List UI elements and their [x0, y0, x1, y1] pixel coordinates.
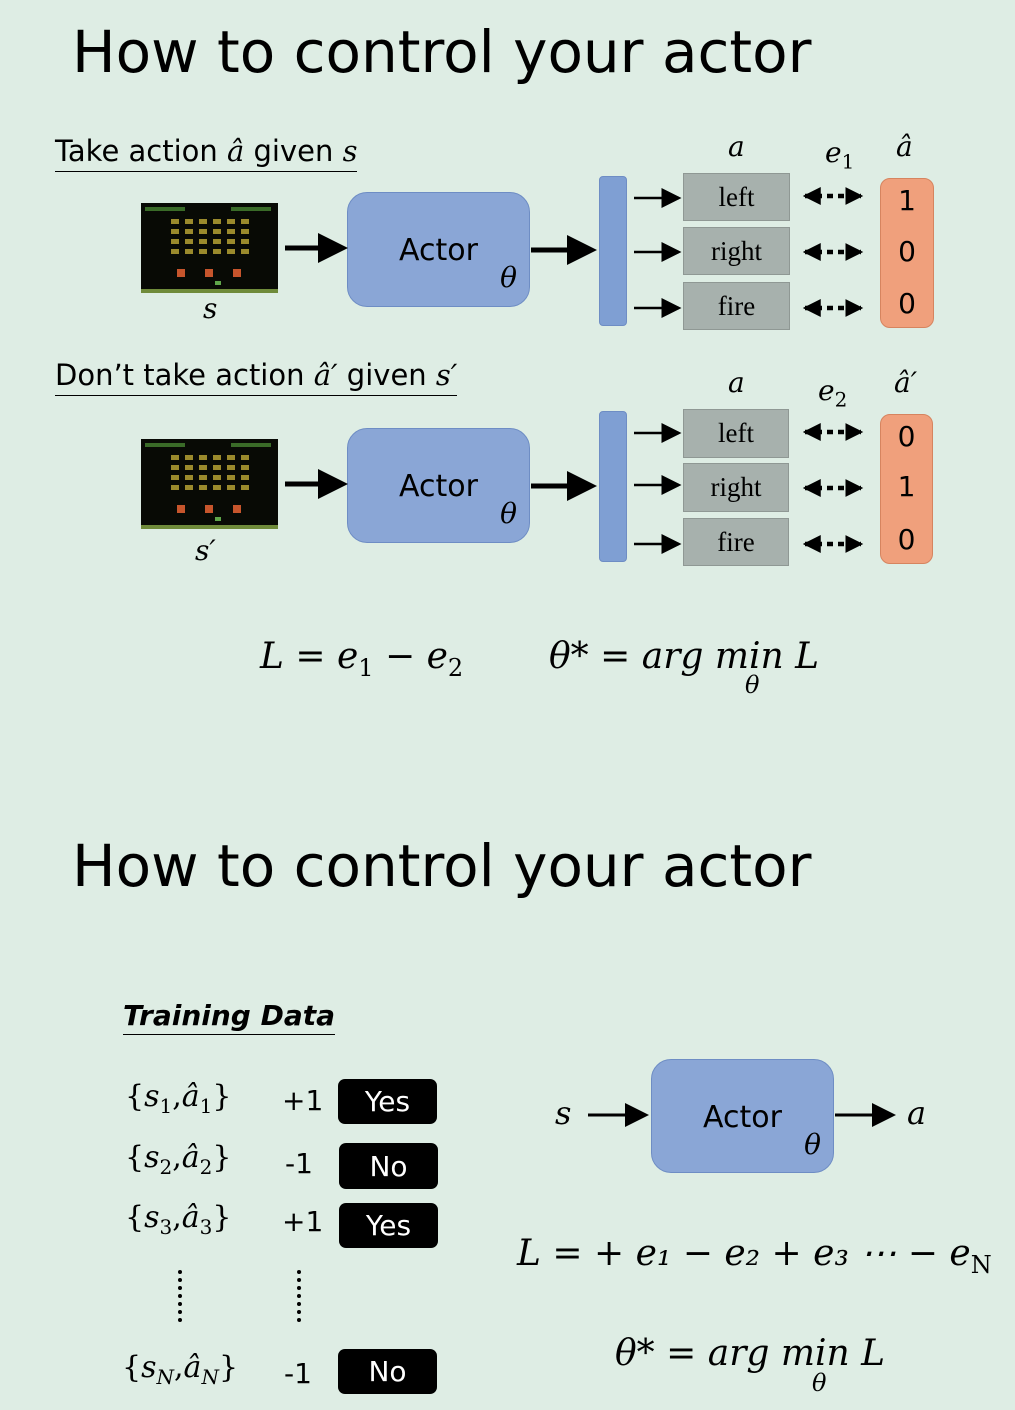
game-screenshot-1: [141, 203, 278, 293]
pair-s-3: s: [144, 1200, 160, 1235]
pair-sub-a-3: 3: [199, 1215, 213, 1239]
training-label-2: -1: [285, 1147, 313, 1180]
pair-sub-a-2: 2: [199, 1155, 213, 1179]
actor-output-label: a: [907, 1094, 927, 1132]
loss-sub-1: 1: [358, 654, 374, 683]
pair-sub-a-n: N: [201, 1365, 219, 1389]
training-pair-1: {s1,â1}: [125, 1079, 232, 1118]
loss-equation-2: L = + e₁ − e₂ + e₃ ⋯ − eN: [517, 1233, 992, 1279]
space-invaders-icon-2: [145, 443, 271, 521]
row2-col-e-letter: e: [818, 374, 835, 407]
loss-last-sub: N: [970, 1251, 992, 1280]
training-label-1: +1: [282, 1084, 324, 1117]
row2-col-e: e2: [818, 374, 847, 412]
target-vector-1: 1 0 0: [880, 178, 934, 328]
output-layer-1: [599, 176, 627, 326]
row2-heading: Don’t take action â′ given s′: [55, 358, 458, 396]
row1-col-e-sub: 1: [841, 149, 855, 174]
row2-heading-text: Don’t take action: [55, 358, 314, 392]
actor-input-label: s: [555, 1094, 572, 1132]
space-invaders-icon: [145, 207, 271, 285]
optimization-under-2: θ: [812, 1369, 827, 1397]
action-box-fire-1: fire: [683, 282, 790, 330]
row2-state-label: s′: [195, 534, 216, 567]
pair-sub-s-2: 2: [159, 1155, 173, 1179]
target-value-2-1: 1: [897, 470, 916, 503]
row1-heading-state: s: [342, 134, 358, 168]
training-pair-2: {s2,â2}: [125, 1140, 232, 1179]
loss-lhs: L = e: [260, 636, 359, 677]
pair-s-n: s: [141, 1350, 157, 1385]
row1-heading: Take action â given s: [55, 134, 358, 172]
actor-theta-3: θ: [804, 1128, 821, 1161]
pair-sub-s-3: 3: [159, 1215, 173, 1239]
pair-sub-s-n: N: [156, 1365, 175, 1389]
row1-col-e-letter: e: [825, 136, 842, 169]
actor-theta-2: θ: [500, 497, 517, 530]
pair-s-2: s: [144, 1140, 160, 1175]
training-pair-3: {s3,â3}: [125, 1200, 232, 1239]
actor-label-3: Actor: [703, 1100, 782, 1135]
row2-heading-given: given: [337, 358, 436, 392]
row1-col-a: a: [728, 130, 745, 163]
row1-col-e: e1: [825, 136, 854, 174]
row1-heading-given: given: [244, 134, 343, 168]
ellipsis-labels: [297, 1270, 301, 1322]
slide1-title: How to control your actor: [72, 18, 812, 86]
optimization-equation-2: θ* = arg min L: [615, 1333, 886, 1374]
action-box-right-1: right: [683, 227, 790, 275]
action-box-left-2: left: [683, 409, 789, 458]
action-box-left-1: left: [683, 173, 790, 221]
actor-label-1: Actor: [399, 233, 478, 268]
output-layer-2: [599, 411, 627, 562]
action-box-fire-2: fire: [683, 518, 789, 566]
actor-block-2: Actor θ: [347, 428, 530, 543]
actor-label-2: Actor: [399, 469, 478, 504]
target-vector-2: 0 1 0: [880, 414, 933, 564]
target-value-2-0: 0: [897, 420, 916, 453]
target-value-1-1: 0: [898, 235, 916, 268]
loss-text-2: L = + e₁ − e₂ + e₃ ⋯ − e: [517, 1233, 971, 1274]
row2-col-a: a: [728, 366, 745, 399]
target-value-2-2: 0: [897, 523, 916, 556]
row2-heading-state: s′: [435, 358, 458, 392]
actor-theta-1: θ: [500, 261, 517, 294]
training-tag-n: No: [338, 1349, 437, 1394]
game-screenshot-2: [141, 439, 278, 529]
training-label-n: -1: [284, 1357, 312, 1390]
actor-block-1: Actor θ: [347, 192, 530, 307]
pair-sub-a-1: 1: [199, 1094, 213, 1118]
pair-sub-s-1: 1: [159, 1094, 173, 1118]
training-data-heading: Training Data: [123, 999, 335, 1035]
training-tag-1: Yes: [338, 1079, 437, 1124]
training-tag-3: Yes: [339, 1203, 438, 1248]
loss-sub-2: 2: [447, 654, 464, 683]
action-box-right-2: right: [683, 463, 789, 512]
target-value-1-2: 0: [898, 287, 916, 320]
loss-equation-1: L = e1 − e2: [260, 636, 463, 682]
actor-block-3: Actor θ: [651, 1059, 834, 1173]
optimization-equation-1: θ* = arg min L: [549, 636, 820, 677]
row2-heading-action: â′: [313, 358, 338, 392]
training-tag-2: No: [339, 1143, 438, 1189]
training-label-3: +1: [282, 1205, 324, 1238]
ellipsis-pairs: [178, 1270, 182, 1322]
pair-s-1: s: [144, 1079, 160, 1114]
row1-heading-text: Take action: [55, 134, 227, 168]
row2-col-e-sub: 2: [834, 387, 848, 412]
loss-mid: − e: [373, 636, 448, 677]
training-pair-n: {sN,âN}: [122, 1350, 239, 1389]
row1-col-target: â: [896, 130, 913, 163]
target-value-1-0: 1: [898, 184, 916, 217]
row2-col-target: â′: [894, 366, 918, 399]
row1-heading-action: â: [227, 134, 245, 168]
row1-state-label: s: [203, 292, 218, 325]
slide2-title: How to control your actor: [72, 832, 812, 900]
optimization-under-1: θ: [745, 671, 760, 699]
